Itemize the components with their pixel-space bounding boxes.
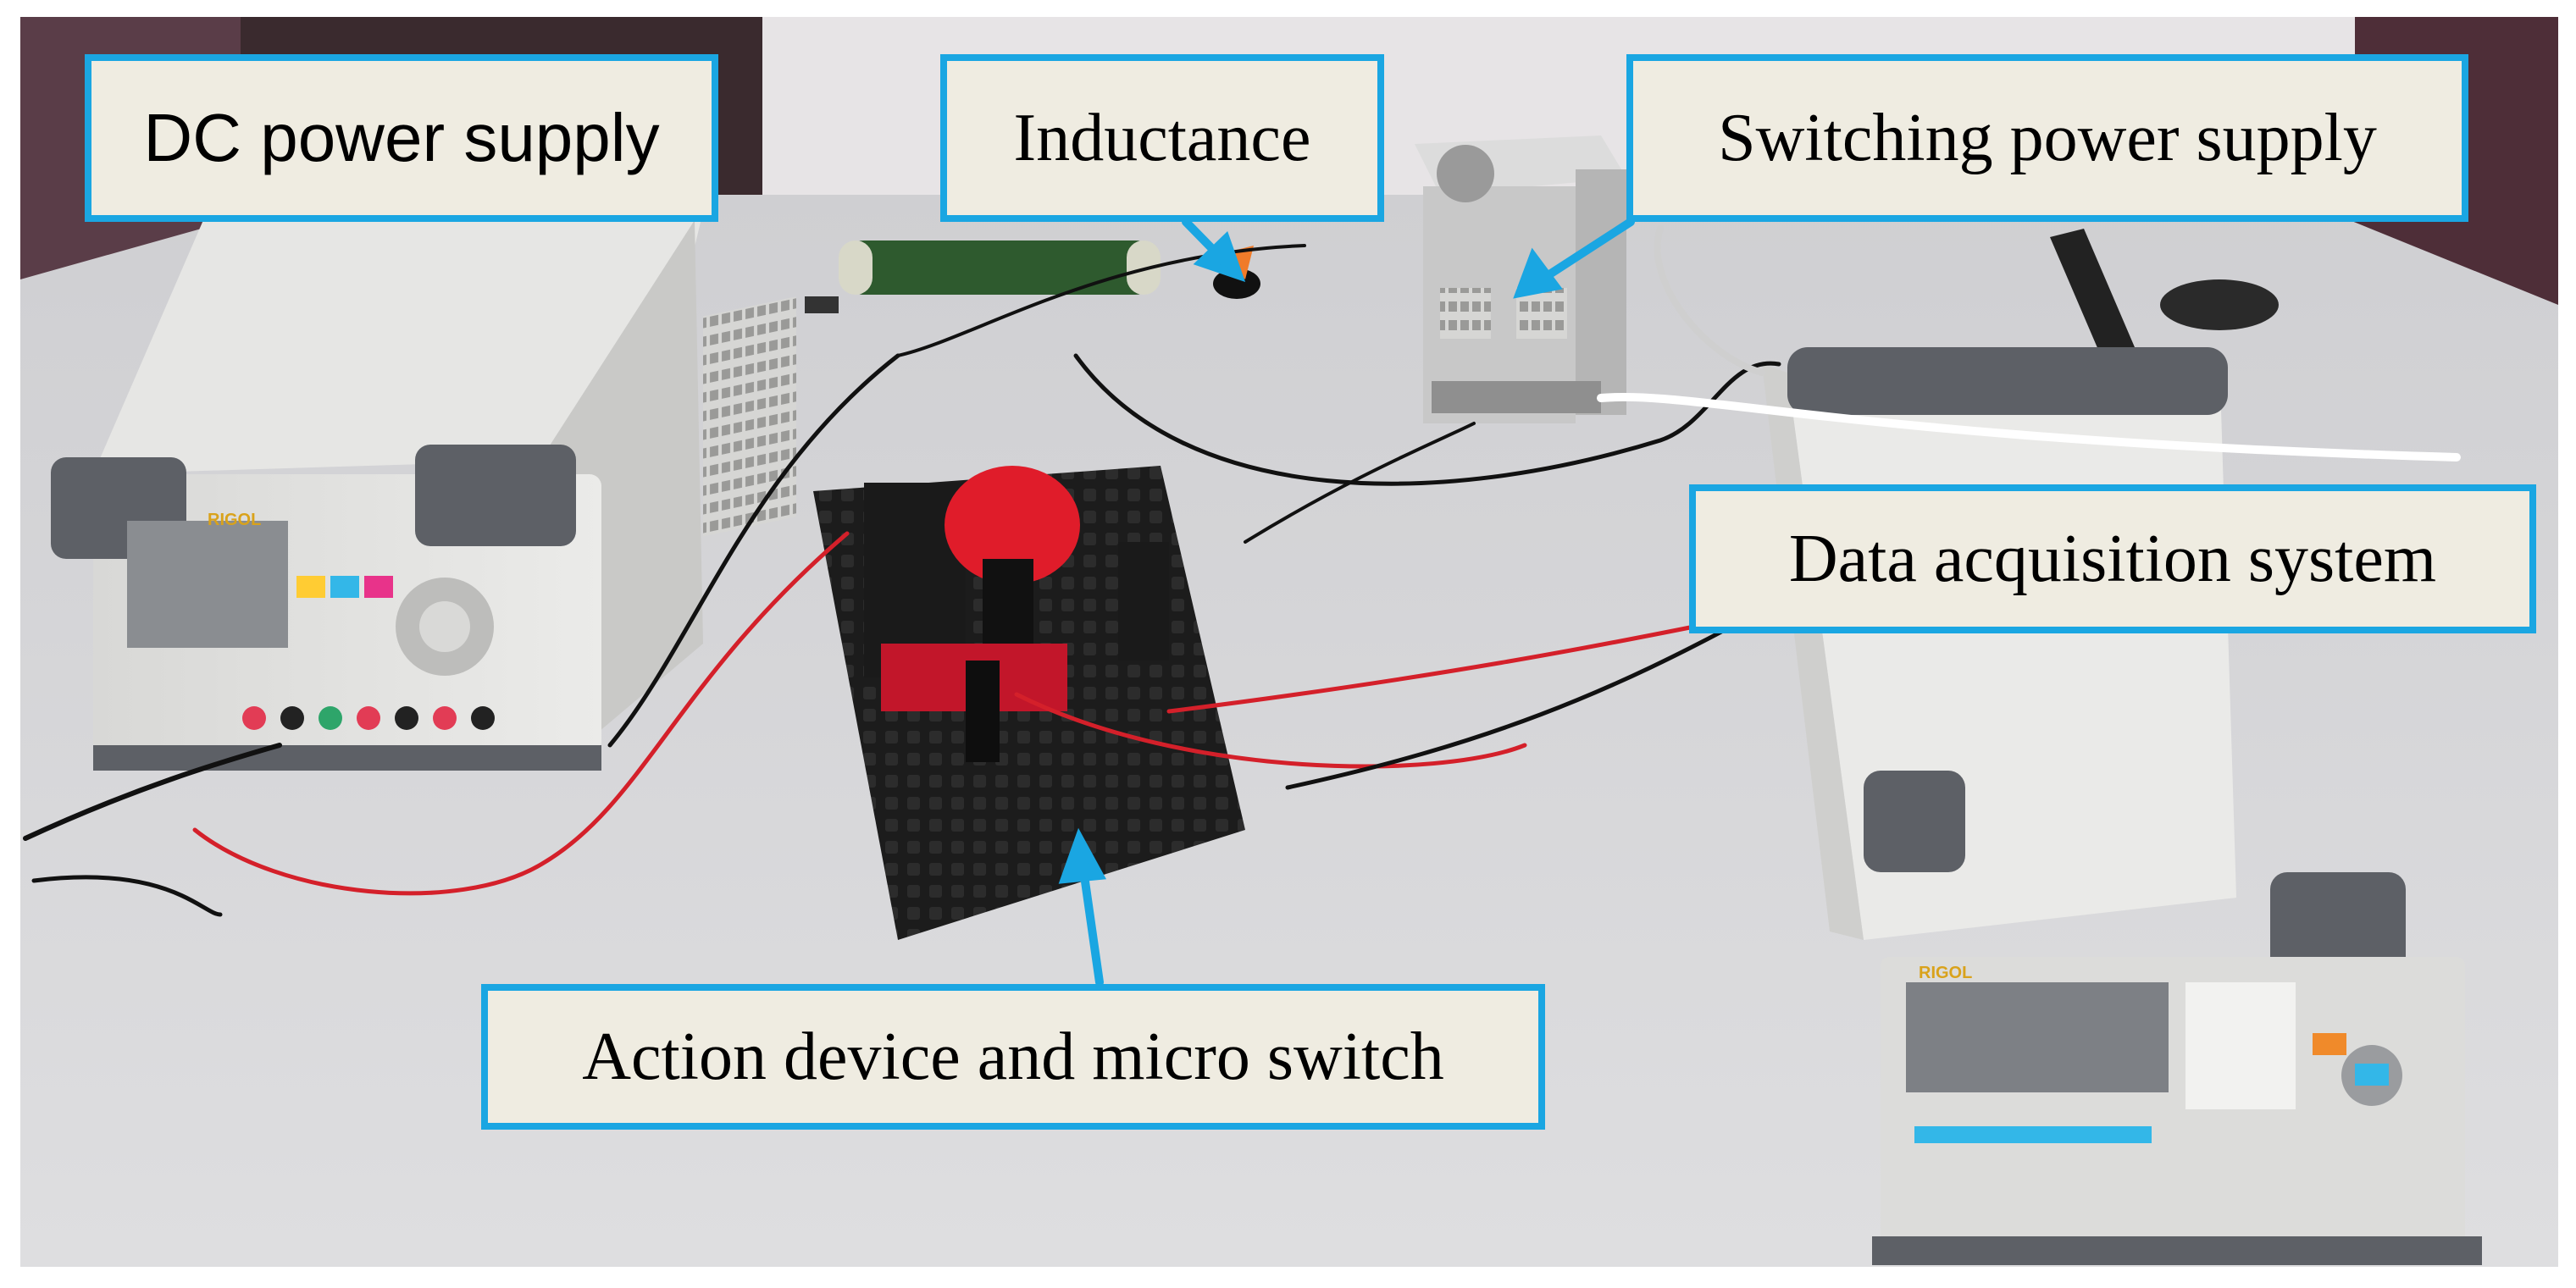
arrow-action: [1078, 860, 1104, 987]
svg-text:RIGOL: RIGOL: [1919, 964, 1972, 982]
label-switching-power-supply-text: Switching power supply: [1718, 100, 2377, 175]
inductance-device: [805, 240, 1260, 313]
label-data-acquisition-system: Data acquisition system: [1689, 484, 2536, 633]
label-data-acquisition-system-text: Data acquisition system: [1788, 521, 2437, 596]
switching-power-supply-device: [1415, 135, 1626, 423]
cable-hole: [2160, 279, 2279, 330]
label-inductance-text: Inductance: [1013, 100, 1311, 175]
arrow-switching: [1537, 218, 1635, 284]
monitor-stand: [2050, 229, 2135, 356]
callout-arrows: [1058, 218, 1635, 987]
label-inductance: Inductance: [940, 54, 1384, 222]
label-dc-power-supply: DC power supply: [85, 54, 718, 222]
label-switching-power-supply: Switching power supply: [1626, 54, 2468, 222]
wires: [23, 225, 2461, 917]
svg-text:RIGOL: RIGOL: [208, 511, 261, 529]
label-action-device: Action device and micro switch: [481, 984, 1545, 1130]
action-device: [813, 466, 1245, 940]
label-action-device-text: Action device and micro switch: [582, 1019, 1444, 1094]
label-dc-power-supply-text: DC power supply: [143, 100, 660, 175]
dc-power-supply-device: RIGOL: [51, 212, 796, 771]
